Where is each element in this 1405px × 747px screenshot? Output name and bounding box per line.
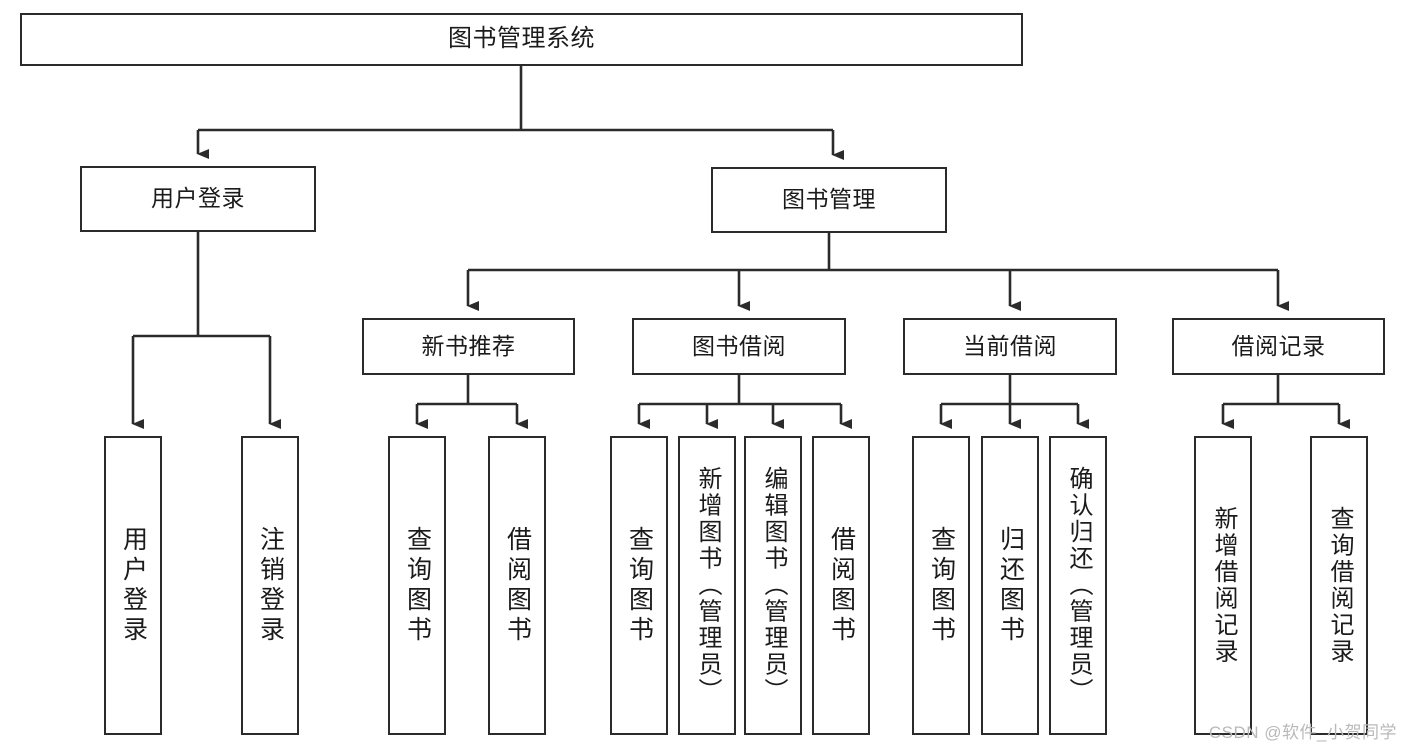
watermark-csdn: CSDN @软件_小贺同学 — [1208, 723, 1397, 742]
node-label: 用户登录 — [151, 185, 245, 212]
node-label: 注销登录 — [256, 525, 285, 646]
node-label: 当前借阅 — [963, 332, 1057, 359]
node-label: 确认归还（管理员） — [1065, 466, 1092, 705]
node-label: 借阅图书 — [503, 525, 532, 646]
node-label: 借阅记录 — [1231, 332, 1326, 359]
leaf-confirm-return-admin[interactable]: 确认归还（管理员） — [1049, 436, 1107, 735]
leaf-query-book-borrow[interactable]: 查询图书 — [610, 436, 668, 735]
leaf-borrow-book[interactable]: 借阅图书 — [812, 436, 870, 735]
node-new-book-recommend[interactable]: 新书推荐 — [362, 318, 575, 375]
node-label: 新增图书（管理员） — [694, 466, 721, 705]
node-label: 图书借阅 — [692, 332, 786, 359]
node-label: 借阅图书 — [827, 525, 856, 646]
node-label: 编辑图书（管理员） — [760, 466, 787, 705]
node-root-book-management-system[interactable]: 图书管理系统 — [20, 13, 1023, 66]
node-book-borrow[interactable]: 图书借阅 — [632, 318, 846, 375]
leaf-query-book-current[interactable]: 查询图书 — [912, 436, 970, 735]
leaf-add-book-admin[interactable]: 新增图书（管理员） — [678, 436, 736, 735]
leaf-logout[interactable]: 注销登录 — [241, 436, 299, 735]
leaf-user-login[interactable]: 用户登录 — [104, 436, 162, 735]
node-label: 查询借阅记录 — [1326, 506, 1353, 665]
node-label: 新书推荐 — [421, 332, 516, 359]
node-label: 图书管理系统 — [448, 25, 595, 53]
node-label: 新增借阅记录 — [1210, 506, 1237, 665]
node-label: 查询图书 — [927, 525, 956, 646]
node-label: 图书管理 — [782, 186, 876, 213]
leaf-query-borrow-record[interactable]: 查询借阅记录 — [1310, 436, 1368, 735]
leaf-borrow-book-recommend[interactable]: 借阅图书 — [488, 436, 546, 735]
node-label: 查询图书 — [403, 525, 432, 646]
node-label: 归还图书 — [996, 525, 1025, 646]
node-current-borrow[interactable]: 当前借阅 — [903, 318, 1117, 375]
node-book-management[interactable]: 图书管理 — [711, 167, 947, 233]
node-label: 查询图书 — [625, 525, 654, 646]
leaf-return-book[interactable]: 归还图书 — [981, 436, 1039, 735]
leaf-add-borrow-record[interactable]: 新增借阅记录 — [1194, 436, 1252, 735]
leaf-edit-book-admin[interactable]: 编辑图书（管理员） — [744, 436, 802, 735]
node-borrow-record[interactable]: 借阅记录 — [1172, 318, 1385, 375]
node-user-login[interactable]: 用户登录 — [80, 166, 316, 232]
node-label: 用户登录 — [119, 525, 148, 646]
leaf-query-book-recommend[interactable]: 查询图书 — [388, 436, 446, 735]
